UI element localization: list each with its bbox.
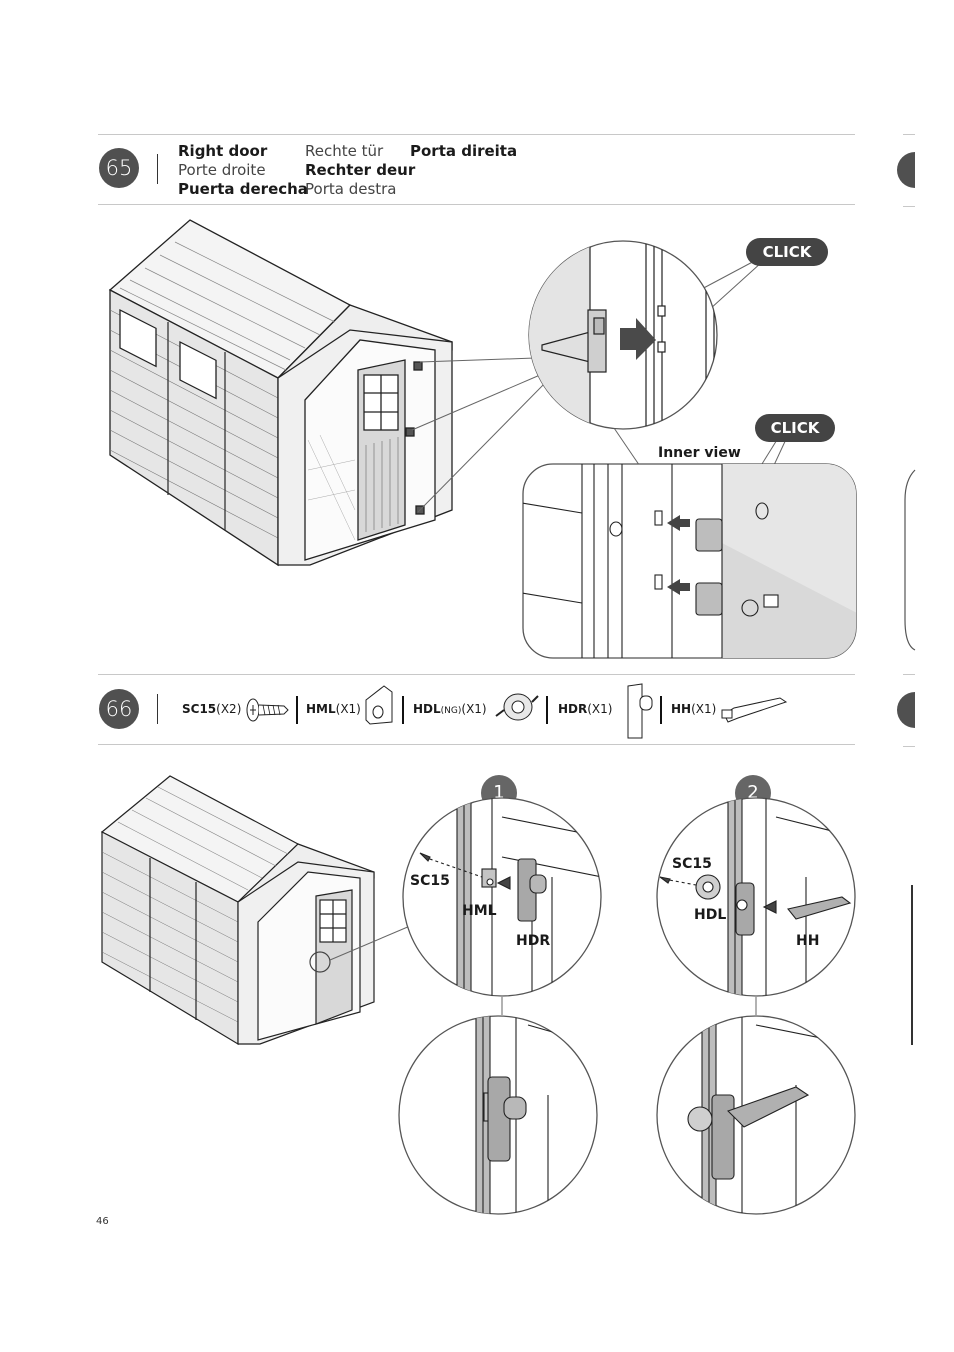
shed-illustration-65: [108, 219, 453, 567]
next-page-rule-mid: [903, 206, 915, 207]
hh-lever-handle-icon: [721, 697, 788, 723]
next-page-rule-66-top: [903, 674, 915, 675]
click-badge-1: CLICK: [746, 238, 828, 266]
title-fr: Porte droite: [178, 161, 266, 179]
step65-bottom-rule: [98, 204, 855, 205]
hdr-handle-plate-icon: [627, 683, 653, 739]
part-separator-4: [660, 696, 662, 724]
next-page-rule-top: [903, 134, 915, 135]
label-hdl: HDL: [694, 907, 727, 923]
step66-bottom-rule: [98, 744, 855, 745]
substep-2-top-circle: [656, 797, 856, 997]
part-separator-2: [402, 696, 404, 724]
title-es: Puerta derecha: [178, 180, 308, 198]
title-it: Porta destra: [305, 180, 397, 198]
step66-divider: [157, 694, 158, 724]
label-hh: HH: [796, 933, 820, 949]
step66-top-rule: [98, 674, 855, 675]
step65-divider: [157, 154, 158, 184]
title-nl: Rechter deur: [305, 161, 416, 179]
step65-top-rule: [98, 134, 855, 135]
part-hdl: HDL(NG)(X1): [413, 702, 487, 716]
substep-1-bottom-circle: [398, 1015, 598, 1215]
shed-illustration-66: [100, 775, 375, 1046]
substep-2-bottom-circle: [656, 1015, 856, 1215]
label-hdr: HDR: [516, 933, 551, 949]
hdl-lock-body-icon: [495, 693, 539, 721]
title-de: Rechte tür: [305, 142, 384, 160]
next-page-rule-66-bot: [903, 746, 915, 747]
hinge-closeup-circle: [528, 240, 718, 430]
title-en: Right door: [178, 142, 268, 160]
part-hml: HML(X1): [306, 702, 361, 716]
step-66-number: 66: [99, 689, 139, 729]
part-hh: HH(X1): [671, 702, 717, 716]
page-number: 46: [96, 1216, 109, 1227]
label-hml: HML: [462, 903, 497, 919]
click-badge-2: CLICK: [755, 414, 835, 442]
step-65-number: 65: [99, 148, 139, 188]
inner-view-label: Inner view: [658, 445, 741, 461]
title-pt: Porta direita: [410, 142, 518, 160]
inner-view-panel: [522, 463, 857, 659]
hml-latch-plate-icon: [365, 685, 393, 725]
part-sc15: SC15(X2): [182, 702, 242, 716]
part-separator-1: [296, 696, 298, 724]
substep-1-top-circle: [402, 797, 602, 997]
label-sc15-1: SC15: [410, 873, 450, 889]
screw-sc15-icon: [246, 698, 289, 722]
part-separator-3: [546, 696, 548, 724]
label-sc15-2: SC15: [672, 856, 712, 872]
part-hdr: HDR(X1): [558, 702, 613, 716]
